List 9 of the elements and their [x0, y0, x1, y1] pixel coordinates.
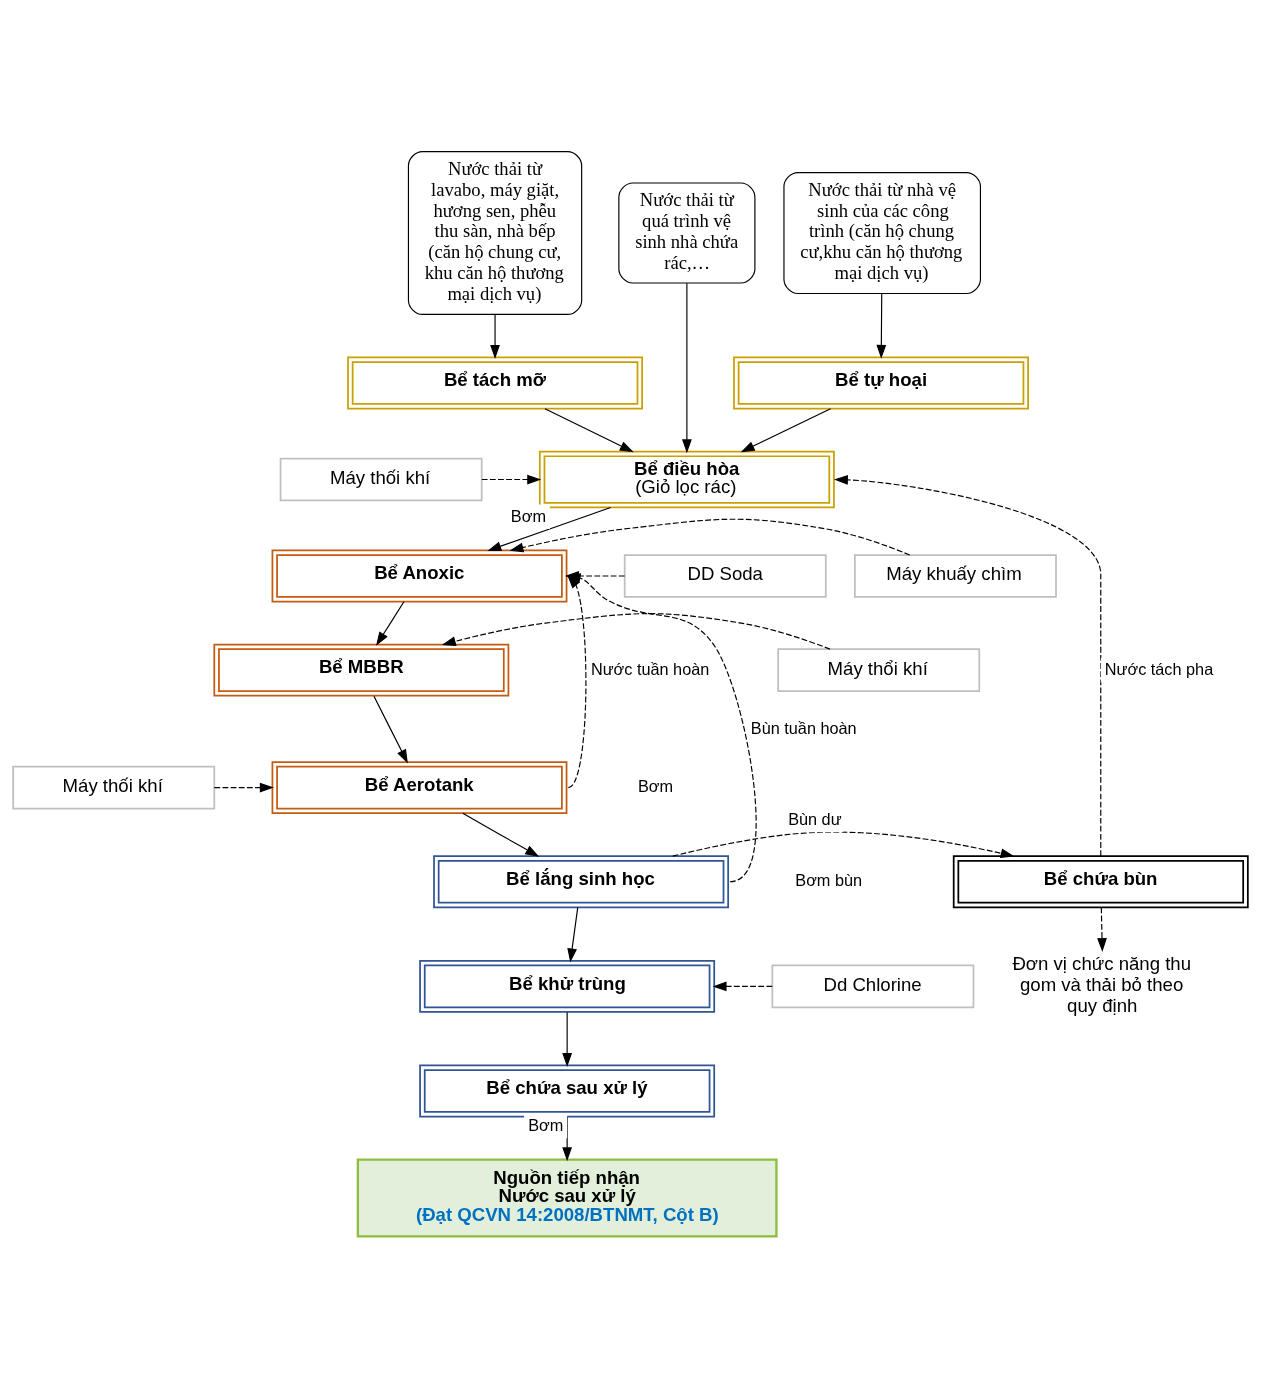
edge-label: Nước tuần hoàn: [590, 660, 710, 679]
edge-label: Bùn tuần hoàn: [750, 718, 857, 737]
edge-label: Bơm: [510, 506, 546, 525]
node-text: Đơn vị chức năng thu gom và thải bỏ theo quy định: [1012, 952, 1192, 1016]
label: Bơm bùn: [795, 871, 863, 890]
edge-label: Nước tách pha: [1104, 660, 1214, 679]
edge-label: Bơm: [528, 1115, 564, 1134]
edge-label: Bùn dư: [788, 809, 842, 828]
label: Bơm: [637, 776, 674, 795]
